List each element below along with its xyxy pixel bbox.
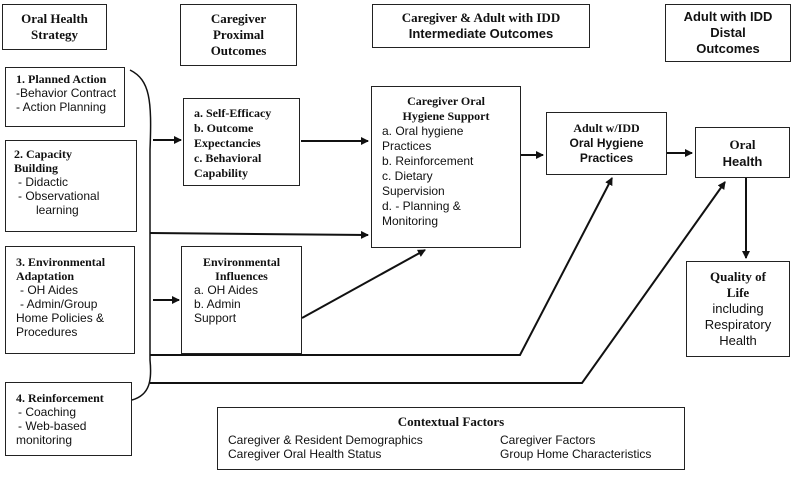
qol-item: including bbox=[712, 301, 764, 316]
practices-line: Practices bbox=[579, 151, 634, 165]
strategy-2-title: 2. Capacity bbox=[14, 147, 72, 161]
oral-hygiene-practices-box: Adult w/IDD Oral Hygiene Practices bbox=[546, 112, 667, 175]
practices-line: Adult w/IDD bbox=[573, 121, 640, 135]
qol-item: Respiratory bbox=[704, 317, 772, 332]
support-item: a. Oral hygiene bbox=[382, 124, 464, 138]
contextual-item: Caregiver Factors bbox=[500, 433, 596, 447]
header-strategy-line-2: Strategy bbox=[31, 27, 78, 42]
strategy-3-item: Procedures bbox=[16, 325, 78, 339]
header-intermediate-outcomes: Caregiver & Adult with IDD Intermediate … bbox=[372, 4, 590, 48]
caregiver-oral-hygiene-support-box: Caregiver Oral Hygiene Support a. Oral h… bbox=[371, 86, 521, 248]
support-item: c. Dietary bbox=[382, 169, 433, 183]
strategy-2-item: - Observational bbox=[18, 189, 100, 203]
proximal-item: b. Outcome bbox=[194, 121, 254, 135]
header-proximal-line-3: Outcomes bbox=[210, 43, 267, 58]
strategy-bracket bbox=[129, 69, 152, 401]
header-distal-outcomes: Adult with IDD Distal Outcomes bbox=[665, 4, 791, 62]
proximal-item: a. Self-Efficacy bbox=[194, 106, 272, 120]
header-intermediate-line-2: Intermediate Outcomes bbox=[408, 26, 554, 41]
strategy-1-item: -Behavior Contract bbox=[16, 86, 117, 100]
support-item: Practices bbox=[382, 139, 432, 153]
quality-of-life-box: Quality of Life including Respiratory He… bbox=[686, 261, 790, 357]
proximal-item: c. Behavioral bbox=[194, 151, 262, 165]
strategy-reinforcement: 4. Reinforcement - Coaching - Web-based … bbox=[5, 382, 132, 456]
strategy-4-item: monitoring bbox=[16, 433, 73, 447]
header-distal-line-2: Distal bbox=[710, 25, 746, 40]
oral-health-line: Health bbox=[722, 153, 763, 169]
header-proximal-line-1: Caregiver bbox=[210, 11, 267, 26]
strategy-environmental-adaptation: 3. Environmental Adaptation - OH Aides -… bbox=[5, 246, 135, 354]
support-item: d. - Planning & bbox=[382, 199, 461, 213]
proximal-outcomes-box: a. Self-Efficacy b. Outcome Expectancies… bbox=[183, 98, 300, 186]
qol-title: Life bbox=[726, 285, 750, 300]
strategy-capacity-building: 2. Capacity Building - Didactic - Observ… bbox=[5, 140, 137, 232]
strategy-3-title: Adaptation bbox=[16, 269, 75, 283]
environment-title: Environmental bbox=[202, 255, 281, 269]
strategy-3-item: - Admin/Group bbox=[20, 297, 98, 311]
environment-item: a. OH Aides bbox=[194, 283, 259, 297]
support-title: Hygiene Support bbox=[402, 109, 490, 123]
proximal-item: Capability bbox=[194, 166, 249, 180]
header-proximal-line-2: Proximal bbox=[212, 27, 265, 42]
qol-title: Quality of bbox=[710, 269, 766, 284]
strategy-3-item: Home Policies & bbox=[16, 311, 105, 325]
support-item: Monitoring bbox=[382, 214, 439, 228]
oral-health-line: Oral bbox=[729, 136, 756, 152]
strategy-3-title: 3. Environmental bbox=[16, 255, 106, 269]
support-item: Supervision bbox=[382, 184, 445, 198]
oral-health-box: Oral Health bbox=[695, 127, 790, 178]
environment-item: b. Admin bbox=[194, 297, 241, 311]
strategy-4-item: - Web-based bbox=[18, 419, 87, 433]
header-intermediate-line-1: Caregiver & Adult with IDD bbox=[401, 10, 561, 25]
header-distal-line-3: Outcomes bbox=[696, 41, 760, 56]
strategy-4-item: - Coaching bbox=[18, 405, 77, 419]
strategy-1-item: - Action Planning bbox=[16, 100, 107, 114]
practices-line: Oral Hygiene bbox=[569, 136, 644, 150]
strategy-3-item: - OH Aides bbox=[20, 283, 79, 297]
arrow-environment-to-support bbox=[301, 249, 426, 319]
arrow-reinforcement-to-health bbox=[150, 181, 726, 384]
strategy-2-item: - Didactic bbox=[18, 175, 69, 189]
strategy-2-item: learning bbox=[36, 203, 79, 217]
contextual-title: Contextual Factors bbox=[397, 414, 505, 429]
contextual-item: Group Home Characteristics bbox=[500, 447, 652, 461]
header-caregiver-proximal-outcomes: Caregiver Proximal Outcomes bbox=[180, 4, 297, 66]
strategy-1-title: 1. Planned Action bbox=[16, 72, 107, 86]
header-strategy-line-1: Oral Health bbox=[21, 11, 88, 26]
support-title: Caregiver Oral bbox=[407, 94, 485, 108]
header-distal-line-1: Adult with IDD bbox=[683, 9, 773, 24]
arrow-adaptation-to-practices bbox=[150, 177, 613, 356]
arrow-strategy-to-support bbox=[149, 230, 369, 239]
environmental-influences-box: Environmental Influences a. OH Aides b. … bbox=[181, 246, 302, 354]
contextual-item: Caregiver Oral Health Status bbox=[228, 447, 382, 461]
environment-item: Support bbox=[194, 311, 237, 325]
strategy-4-title: 4. Reinforcement bbox=[16, 391, 104, 405]
contextual-factors-box: Contextual Factors Caregiver & Resident … bbox=[217, 407, 685, 470]
contextual-item: Caregiver & Resident Demographics bbox=[228, 433, 423, 447]
strategy-2-title: Building bbox=[14, 161, 59, 175]
proximal-item: Expectancies bbox=[194, 136, 261, 150]
header-oral-health-strategy: Oral Health Strategy bbox=[2, 4, 107, 50]
environment-title: Influences bbox=[215, 269, 268, 283]
strategy-planned-action: 1. Planned Action -Behavior Contract - A… bbox=[5, 67, 125, 127]
support-item: b. Reinforcement bbox=[382, 154, 474, 168]
qol-item: Health bbox=[719, 333, 757, 348]
